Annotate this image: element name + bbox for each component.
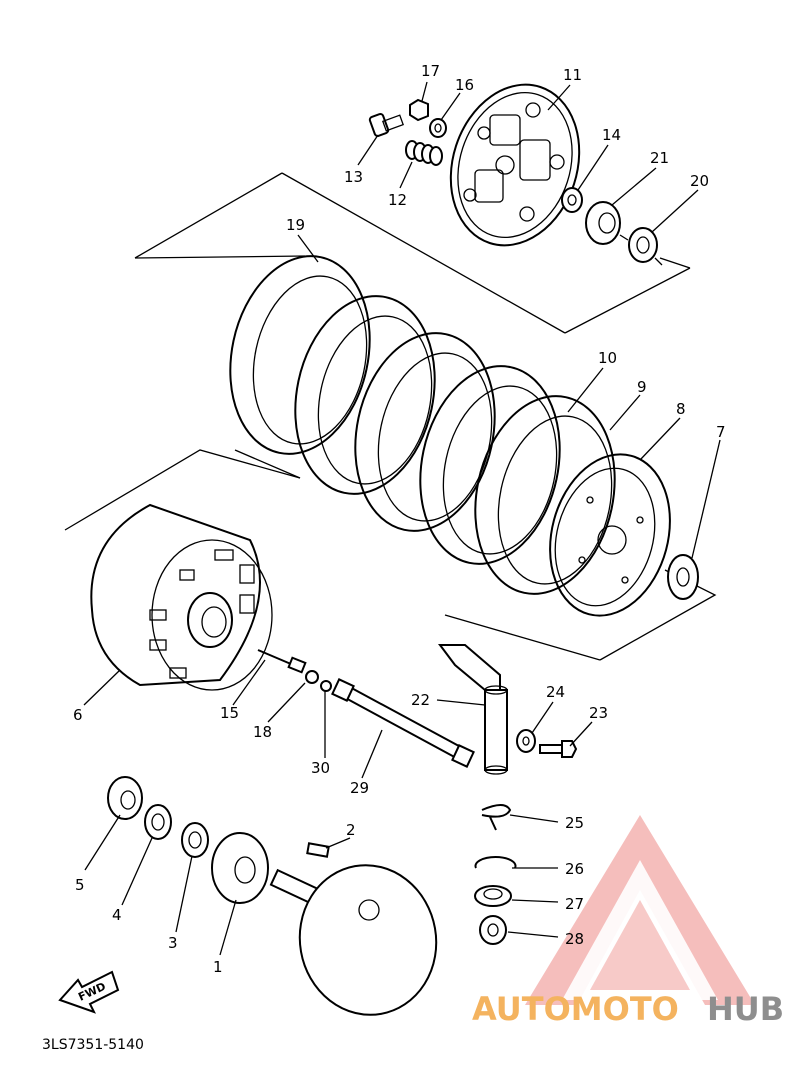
thrust-washer-7 <box>667 554 699 600</box>
lock-washer-4 <box>144 804 172 840</box>
fwd-arrow-icon: FWD <box>58 970 120 1014</box>
push-rod-29 <box>331 678 475 768</box>
label-30: 30 <box>311 759 330 777</box>
label-29: 29 <box>350 779 369 797</box>
label-15: 15 <box>220 704 239 722</box>
label-10: 10 <box>598 349 617 367</box>
label-28: 28 <box>565 930 584 948</box>
label-3: 3 <box>168 934 178 952</box>
primary-drive-gear-1 <box>211 832 269 904</box>
pressure-plate <box>449 83 581 247</box>
label-23: 23 <box>589 704 608 722</box>
label-6: 6 <box>73 706 83 724</box>
watermark-brand-part2: HUB <box>707 990 784 1028</box>
push-rod-15 <box>257 649 307 674</box>
label-20: 20 <box>690 172 709 190</box>
leader-lines <box>83 81 721 956</box>
nut-17 <box>409 98 429 122</box>
oil-seal-27 <box>474 885 512 907</box>
label-7: 7 <box>716 423 726 441</box>
guide-line <box>64 449 301 531</box>
guide-line <box>134 172 283 259</box>
nut-5 <box>107 776 143 820</box>
part-number-code: 3LS7351-5140 <box>42 1037 144 1053</box>
crankshaft <box>269 864 438 1016</box>
label-24: 24 <box>546 683 565 701</box>
clutch-spring-12 <box>405 140 443 166</box>
guide-line <box>281 172 566 334</box>
label-22: 22 <box>411 691 430 709</box>
label-2: 2 <box>346 821 356 839</box>
label-27: 27 <box>565 895 584 913</box>
bolt-13 <box>368 113 405 137</box>
clutch-boss-8 <box>549 453 671 617</box>
clutch-plate-stack <box>229 255 616 595</box>
ball-30 <box>320 680 332 692</box>
label-17: 17 <box>421 62 440 80</box>
label-1: 1 <box>213 958 223 976</box>
washer-16 <box>429 118 447 138</box>
ball-18 <box>305 670 319 684</box>
label-11: 11 <box>563 66 582 84</box>
watermark-brand-part1: AUTOMOTO <box>472 990 679 1028</box>
label-19: 19 <box>286 216 305 234</box>
washer-24 <box>516 729 536 753</box>
watermark-logo <box>525 815 755 1005</box>
label-8: 8 <box>676 400 686 418</box>
bearing-28 <box>479 915 507 945</box>
key-2 <box>306 842 330 858</box>
circlip-26 <box>474 856 517 869</box>
label-18: 18 <box>253 723 272 741</box>
label-14: 14 <box>602 126 621 144</box>
label-5: 5 <box>75 876 85 894</box>
clutch-housing-6 <box>90 503 273 691</box>
washer-3 <box>181 822 209 858</box>
push-lever-shaft-22 <box>438 644 508 775</box>
label-25: 25 <box>565 814 584 832</box>
guide-line <box>564 267 691 334</box>
label-4: 4 <box>112 906 122 924</box>
bolt-23 <box>539 740 578 758</box>
label-21: 21 <box>650 149 669 167</box>
label-26: 26 <box>565 860 584 878</box>
guide-line <box>234 449 301 479</box>
nut-21 <box>585 201 621 245</box>
lock-washer-20 <box>619 227 663 266</box>
part-labels: 1 2 3 4 5 6 7 8 9 10 11 12 13 14 15 16 1… <box>73 62 726 976</box>
label-16: 16 <box>455 76 474 94</box>
lock-washer-14 <box>561 187 583 213</box>
label-13: 13 <box>344 168 363 186</box>
spring-25 <box>481 804 512 831</box>
guide-line <box>659 257 691 269</box>
guide-line <box>444 614 601 661</box>
label-12: 12 <box>388 191 407 209</box>
guide-line <box>134 255 306 259</box>
label-9: 9 <box>637 378 647 396</box>
